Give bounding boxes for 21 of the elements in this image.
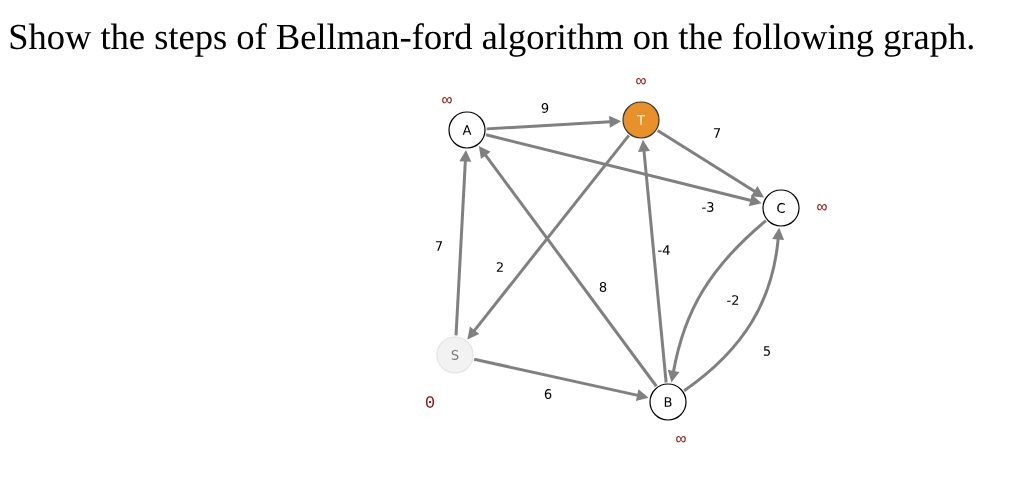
edge-label: 9 (539, 101, 551, 115)
graph-vertex: T (622, 101, 660, 139)
distance-label: ∞ (817, 203, 827, 211)
graph-vertex: A (448, 111, 486, 149)
graph-vertex: B (649, 383, 687, 421)
graph-vertex: C (762, 189, 800, 227)
edge-label: 7 (711, 126, 723, 140)
edge-label: -3 (700, 200, 716, 214)
edge-label: 2 (494, 260, 506, 274)
edge-label: 5 (761, 344, 773, 358)
edge-label: 7 (433, 239, 445, 253)
edge-label: 8 (597, 280, 609, 294)
distance-label: ∞ (676, 435, 686, 443)
graph-vertex: S (436, 336, 474, 374)
distance-label: ∞ (442, 96, 452, 104)
edge-label: -2 (725, 293, 741, 307)
edge-label: -4 (656, 243, 672, 257)
distance-label: 0 (425, 396, 435, 408)
edge-label: 6 (542, 387, 554, 401)
distance-label: ∞ (636, 77, 646, 85)
title: Show the steps of Bellman-ford algorithm on the following graph. (10, 23, 973, 57)
